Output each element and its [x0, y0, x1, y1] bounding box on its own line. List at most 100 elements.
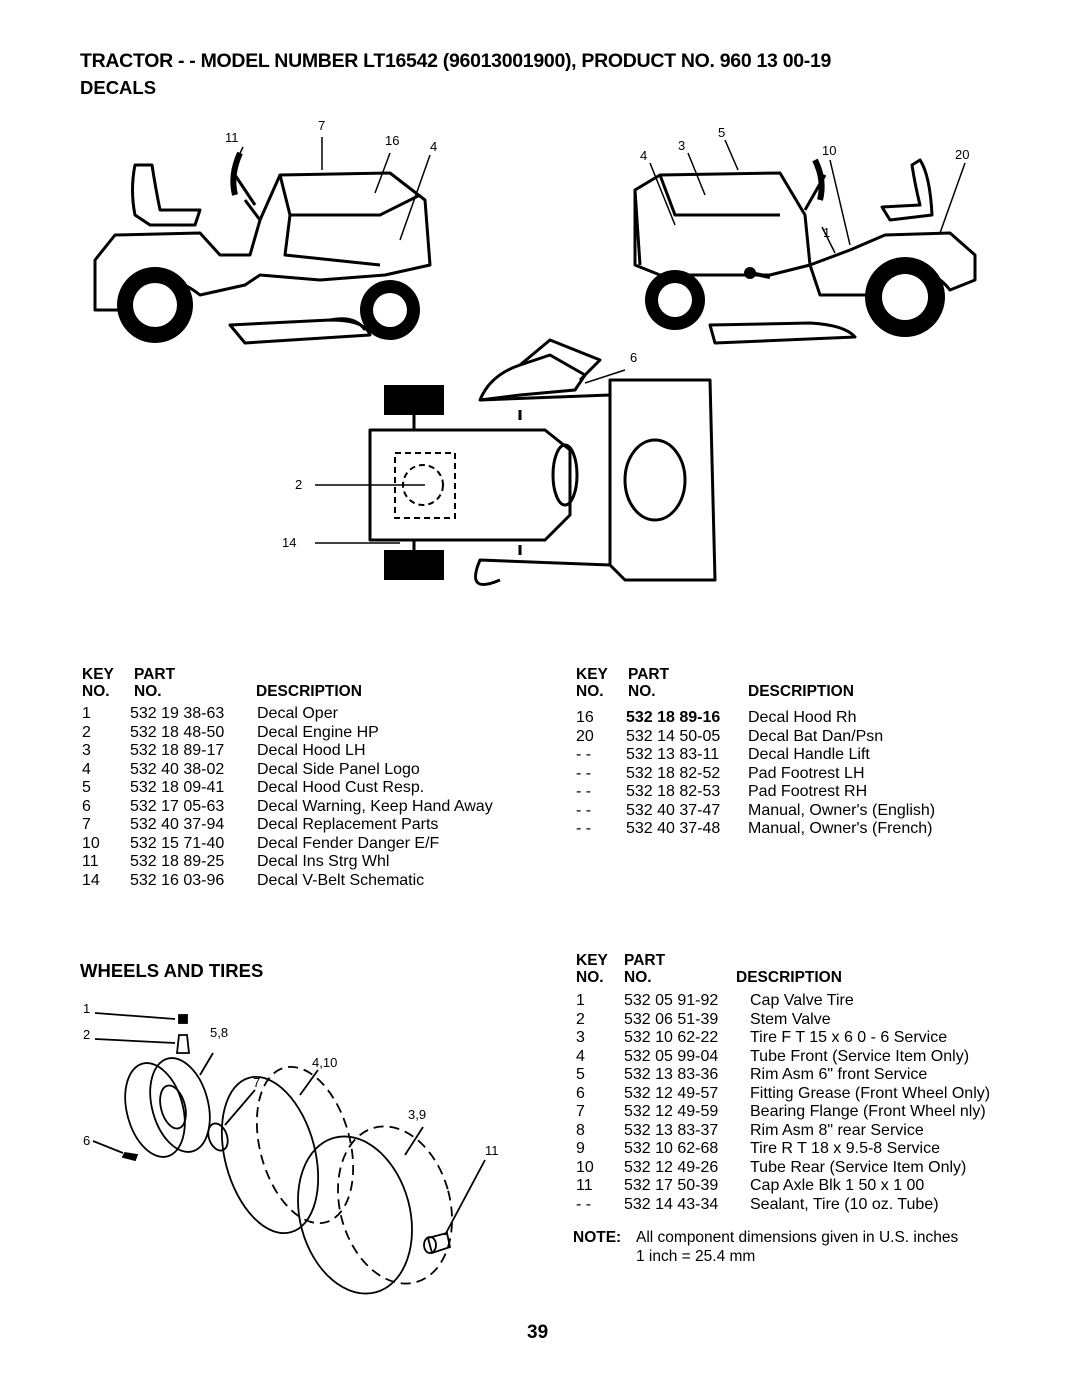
- description-cell: Tube Front (Service Item Only): [750, 1047, 970, 1065]
- part-number-cell: 532 13 83-11: [626, 746, 720, 763]
- header-part-no: NO.: [624, 969, 652, 986]
- header-no: NO.: [82, 683, 110, 700]
- key-cell: 5: [82, 779, 91, 796]
- description-cell: Cap Valve Tire: [750, 992, 854, 1009]
- header-description: DESCRIPTION: [736, 969, 842, 986]
- key-cell: 1: [576, 992, 585, 1009]
- description-cell: Fitting Grease (Front Wheel Only): [750, 1084, 991, 1102]
- note-line-2: 1 inch = 25.4 mm: [636, 1248, 756, 1265]
- part-number-cell: 532 18 82-53: [626, 783, 721, 800]
- part-number-cell: 532 12 49-59: [624, 1103, 719, 1120]
- table-row: - - 532 18 82-53 Pad Footrest RH: [576, 783, 935, 802]
- part-number-cell: 532 18 89-17: [130, 742, 225, 759]
- callout-3-9: 3,9: [408, 1107, 426, 1122]
- part-number-cell: 532 19 38-63: [130, 705, 225, 722]
- callout-1: 1: [823, 225, 830, 240]
- callout-2: 2: [83, 1027, 90, 1042]
- description-cell: Tire F T 15 x 6 0 - 6 Service: [750, 1029, 948, 1046]
- callout-4: 4: [430, 139, 437, 154]
- key-cell: 14: [82, 871, 100, 889]
- callout-3: 3: [678, 138, 685, 153]
- part-number-cell: 532 16 03-96: [130, 871, 225, 889]
- key-cell: 3: [576, 1029, 585, 1046]
- description-cell: Decal Handle Lift: [748, 746, 870, 763]
- part-number-cell: 532 17 05-63: [130, 797, 225, 815]
- description-cell: Sealant, Tire (10 oz. Tube): [750, 1195, 939, 1213]
- header-part: PART: [134, 666, 176, 683]
- description-cell: Stem Valve: [750, 1010, 831, 1028]
- description-cell: Decal Side Panel Logo: [257, 760, 420, 778]
- key-cell: - -: [576, 1195, 592, 1213]
- wheels-heading: WHEELS AND TIRES: [80, 960, 264, 981]
- callout-6: 6: [83, 1133, 90, 1148]
- table-row: 16 532 18 89-16 Decal Hood Rh: [576, 709, 935, 728]
- key-cell: 16: [576, 709, 594, 726]
- tractor-top-view-diagram: 6 2 14: [282, 338, 717, 586]
- key-cell: - -: [576, 764, 592, 782]
- part-number-cell: 532 14 50-05: [626, 727, 721, 745]
- description-cell: Manual, Owner's (French): [748, 820, 933, 837]
- table-row: 4 532 05 99-04 Tube Front (Service Item On…: [576, 1048, 990, 1067]
- key-cell: 11: [576, 1177, 593, 1194]
- description-cell: Cap Axle Blk 1 50 x 1 00: [750, 1177, 925, 1194]
- description-cell: Pad Footrest RH: [748, 783, 868, 800]
- part-number-cell: 532 18 82-52: [626, 764, 721, 782]
- key-cell: 10: [576, 1158, 594, 1176]
- wheels-exploded-diagram: 1 2 5,8 4,10 7 3,9 6 11: [83, 1001, 499, 1295]
- note-line-1: All component dimensions given in U.S. i…: [636, 1229, 959, 1246]
- description-cell: Tire R T 18 x 9.5-8 Service: [750, 1140, 940, 1157]
- part-number-cell: 532 18 09-41: [130, 779, 225, 796]
- decals-heading: DECALS: [80, 77, 157, 98]
- callout-4-10: 4,10: [312, 1055, 337, 1070]
- key-cell: - -: [576, 820, 592, 837]
- key-cell: - -: [576, 783, 592, 800]
- description-cell: Rim Asm 8" rear Service: [750, 1121, 924, 1139]
- description-cell: Decal Ins Strg Whl: [257, 853, 390, 870]
- header-part-no: NO.: [134, 683, 162, 700]
- description-cell: Decal Oper: [257, 705, 338, 722]
- note-block: NOTE: All component dimensions given in …: [573, 1228, 958, 1266]
- table-row: - - 532 13 83-11 Decal Handle Lift: [576, 746, 935, 765]
- decals-table-left: KEY PART NO. NO. DESCRIPTION 1 532 19 38-…: [82, 666, 493, 890]
- callout-11: 11: [225, 130, 239, 145]
- part-number-cell: 532 05 99-04: [624, 1047, 719, 1065]
- callout-6: 6: [630, 350, 637, 365]
- header-key: KEY: [82, 666, 114, 683]
- key-cell: 10: [82, 834, 100, 852]
- key-cell: 9: [576, 1140, 585, 1157]
- note-label: NOTE:: [573, 1229, 622, 1246]
- description-cell: Decal Hood Rh: [748, 709, 857, 726]
- callout-5: 5: [718, 125, 725, 140]
- header-no: NO.: [576, 683, 604, 700]
- key-cell: 1: [82, 705, 91, 722]
- part-number-cell: 532 18 89-16: [626, 709, 721, 726]
- key-cell: 8: [576, 1121, 585, 1139]
- key-cell: 6: [82, 797, 91, 815]
- description-cell: Bearing Flange (Front Wheel nly): [750, 1103, 986, 1120]
- description-cell: Decal V-Belt Schematic: [257, 871, 425, 889]
- key-cell: 4: [576, 1047, 585, 1065]
- part-number-cell: 532 40 37-94: [130, 816, 225, 833]
- description-cell: Decal Warning, Keep Hand Away: [257, 797, 493, 815]
- header-description: DESCRIPTION: [256, 683, 362, 700]
- description-cell: Rim Asm 6" front Service: [750, 1066, 928, 1083]
- table-row: 6 532 17 05-63 Decal Warning, Keep Hand Aw…: [82, 798, 493, 817]
- key-cell: - -: [576, 746, 592, 763]
- description-cell: Pad Footrest LH: [748, 764, 865, 782]
- key-cell: 2: [576, 1010, 585, 1028]
- key-cell: 4: [82, 760, 91, 778]
- key-cell: 7: [82, 816, 91, 833]
